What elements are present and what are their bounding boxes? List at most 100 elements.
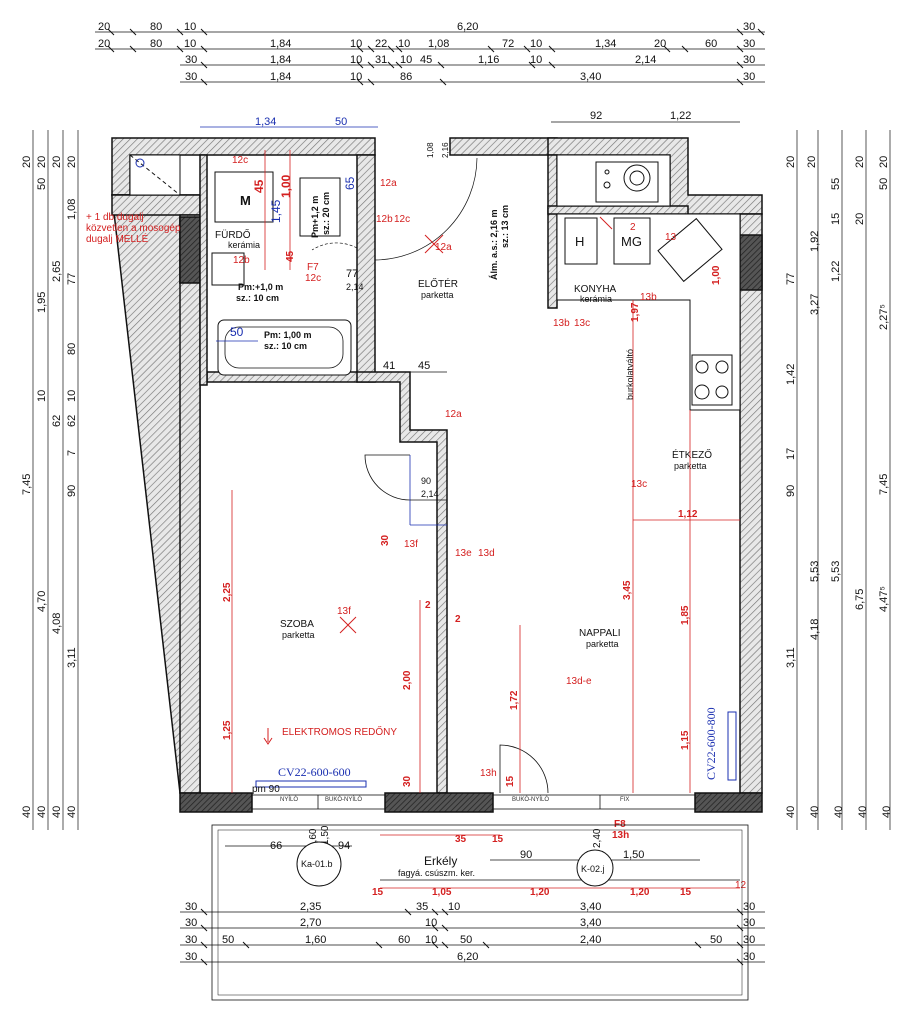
- dim-label: 3,40: [580, 901, 601, 913]
- dim-label: 60: [705, 38, 717, 50]
- dim-125: 1,25: [222, 720, 233, 740]
- dim-185: 1,85: [680, 605, 691, 625]
- dim-label: 50: [878, 178, 890, 190]
- dim-label: 90: [785, 485, 797, 497]
- dim-115: 1,15: [680, 730, 691, 750]
- note-pm2b: sz.: 10 cm: [264, 341, 307, 351]
- electrical-labels: 12c 12a 12b 12b 12c 12c F7 12a 13 2 13b …: [232, 155, 747, 891]
- dim-label: 6,20: [457, 951, 478, 963]
- dim-label: 10: [350, 54, 362, 66]
- elec-label: 13h: [612, 830, 629, 841]
- light-markers: [339, 216, 613, 634]
- fridge-label: H: [575, 234, 584, 249]
- dim-label: 30: [743, 917, 755, 929]
- dim-200: 2,00: [402, 670, 413, 690]
- dim-label: 30: [185, 71, 197, 83]
- dim-label: 30: [743, 901, 755, 913]
- wall-kitchen: [547, 154, 558, 309]
- dim-label: 1,92: [809, 231, 821, 252]
- dim-label: 30: [743, 951, 755, 963]
- note-redony: ELEKTROMOS REDŐNY: [282, 724, 397, 738]
- elec-label: 13: [665, 232, 677, 243]
- dim-2b: 2: [455, 614, 461, 625]
- dim-label: 4,08: [51, 613, 63, 634]
- dim-label: 20: [854, 156, 866, 168]
- dim-label: 4,70: [36, 591, 48, 612]
- dim-label: 2,27⁵: [878, 304, 890, 330]
- radiator-label-cv800: CV22-600-800: [704, 707, 718, 780]
- note-pm90: pm 90: [252, 784, 280, 795]
- dim-94: 94: [338, 840, 350, 852]
- top-dim-row2-labels: 20 80 10 1,84 10 22 10 1,08 72 10 1,34 2…: [98, 38, 755, 50]
- dim-label: 30: [743, 54, 755, 66]
- dim-label: 40: [36, 806, 48, 818]
- section-label-ka: Ka-01.b: [301, 859, 333, 869]
- dim-label: 10: [530, 54, 542, 66]
- dim-label: 1,22: [830, 261, 842, 282]
- dim-66: 66: [270, 840, 282, 852]
- window-label: FIX: [620, 797, 629, 803]
- dim-label: 10: [184, 38, 196, 50]
- dim-134: 1,34: [255, 116, 276, 128]
- dim-label: 40: [785, 806, 797, 818]
- room-door-swing: [364, 454, 411, 501]
- dim-label: 3,11: [66, 647, 78, 668]
- elec-label: 13c: [631, 479, 647, 490]
- wall-bottom-left: [179, 792, 253, 813]
- dim-label: 20: [878, 156, 890, 168]
- red-dimension-labels: 45 1,00 45 1,97 1,00 1,12 3,45 1,85 1,15…: [222, 174, 722, 898]
- elec-label: 12b: [376, 214, 393, 225]
- windows: [251, 794, 696, 810]
- dim-label: 10: [350, 38, 362, 50]
- room-name-erkely: Erkély: [424, 854, 457, 868]
- bath-door-swing: [311, 242, 358, 251]
- dim-30b: 30: [402, 775, 413, 787]
- dim-2a: 2: [425, 600, 431, 611]
- dim-35: 35: [455, 834, 467, 845]
- dim-label: 86: [400, 71, 412, 83]
- dim-label: 30: [185, 901, 197, 913]
- elec-label: 13d: [478, 548, 495, 559]
- dim-65: 65: [343, 176, 357, 190]
- dim-label: 30: [185, 934, 197, 946]
- dim-label: 1,08: [66, 199, 78, 220]
- bathroom: M FÜRDŐ kerámia Pm:+1,0 m sz.: 10 cm Pm:…: [211, 171, 352, 376]
- elec-label: 12a: [435, 242, 452, 253]
- top-dimension-ticks: [107, 28, 765, 86]
- bottom-dimension-rows: [180, 911, 765, 963]
- left-dimension-columns: [32, 130, 79, 830]
- balcony: Erkély fagyá. csúszm. ker. Ka-01.b K-02.…: [211, 824, 749, 1001]
- shafts: [129, 154, 671, 207]
- dim-label: 1,34: [595, 38, 616, 50]
- dim-label: 3,11: [785, 647, 797, 668]
- elec-label: 12b: [233, 255, 250, 266]
- sink: [211, 252, 245, 286]
- room-floor-szoba: parketta: [282, 630, 315, 640]
- dim-label: 2,35: [300, 901, 321, 913]
- top-dimension-rows: [95, 31, 765, 83]
- dim-108: 1,08: [426, 142, 435, 158]
- dim-label: 7,45: [21, 474, 33, 495]
- dim-160: 1,60: [308, 828, 319, 848]
- dim-label: 10: [398, 38, 410, 50]
- dishwasher: [613, 217, 651, 265]
- dim-label: 90: [66, 485, 78, 497]
- dim-label: 31: [375, 54, 387, 66]
- room-name-szoba: SZOBA: [280, 619, 314, 630]
- note-pm1b: sz.: 10 cm: [236, 293, 279, 303]
- dim-label: 77: [66, 273, 78, 285]
- dim-label: 62: [51, 415, 63, 427]
- window-label: BUKÓ-NYÍLÓ: [325, 796, 362, 803]
- dim-label: 45: [420, 54, 432, 66]
- dim-112: 1,12: [678, 509, 698, 520]
- elec-label: F7: [307, 262, 319, 273]
- dim-label: 40: [51, 806, 63, 818]
- dim-label: 10: [530, 38, 542, 50]
- dim-label: 80: [66, 343, 78, 355]
- dim-label: 2,14: [635, 54, 656, 66]
- dim-label: 6,20: [457, 21, 478, 33]
- window-label: BUKÓ-NYÍLÓ: [512, 796, 549, 803]
- dim-label: 55: [830, 178, 842, 190]
- redony-arrow: [263, 728, 273, 745]
